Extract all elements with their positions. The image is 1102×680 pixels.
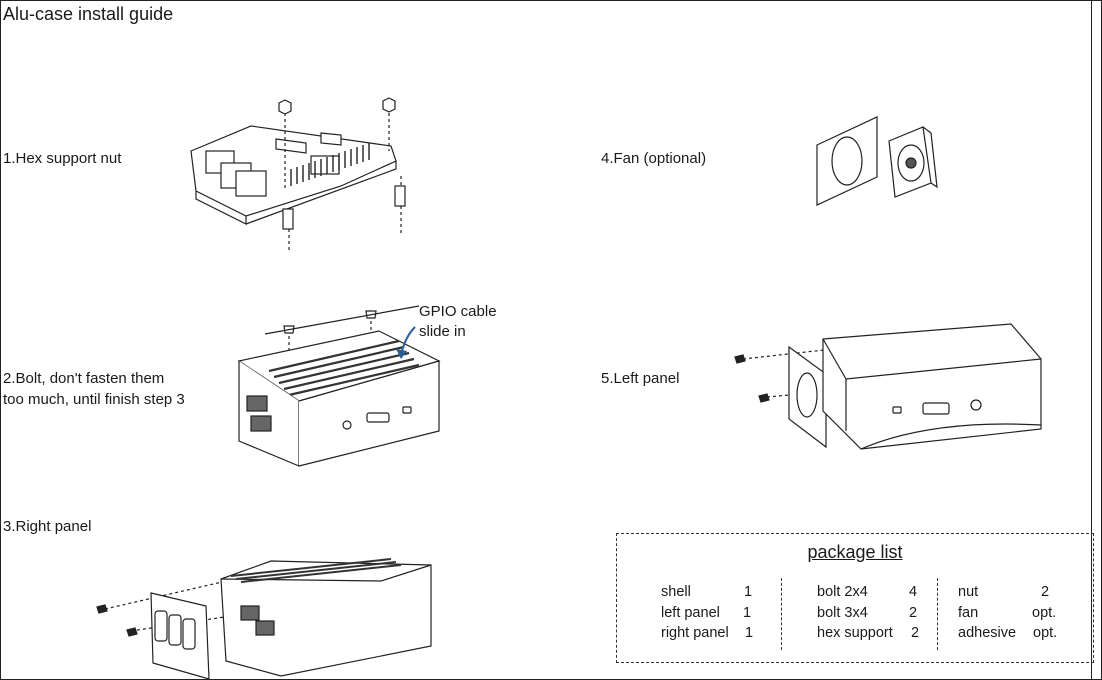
- right-panel-illustration: [96, 558, 432, 679]
- page-title: Alu-case install guide: [3, 4, 174, 24]
- package-separator: [937, 578, 938, 650]
- package-item-name: adhesive: [958, 625, 1017, 641]
- left-panel-illustration: [734, 323, 1042, 450]
- step-1-label: 1.Hex support nut: [3, 150, 122, 167]
- package-item-qty: 1: [743, 604, 752, 621]
- package-item-qty: opt.: [1033, 625, 1058, 641]
- package-item-name: right panel: [661, 625, 729, 641]
- package-item-name: nut: [958, 584, 979, 600]
- step-2-label-line2: too much, until finish step 3: [3, 391, 185, 408]
- step-4-label: 4.Fan (optional): [601, 150, 707, 167]
- fan-illustration: [816, 116, 938, 206]
- step-3-label: 3.Right panel: [3, 518, 92, 535]
- package-separator: [781, 578, 782, 650]
- step-5-label: 5.Left panel: [601, 370, 680, 387]
- package-item-qty: 2: [1041, 584, 1050, 600]
- package-item-name: bolt 3x4: [817, 604, 868, 621]
- package-item-name: shell: [661, 584, 691, 600]
- gpio-arrow-icon: [396, 326, 416, 359]
- package-item-name: left panel: [661, 604, 720, 621]
- package-item-name: hex support: [817, 625, 893, 641]
- package-item-qty: 1: [744, 584, 753, 600]
- board-hex-support-illustration: [190, 97, 406, 251]
- gpio-callout-line2: slide in: [419, 323, 466, 340]
- right-border-line: [1091, 1, 1092, 679]
- package-list-title: package list: [807, 542, 903, 562]
- package-list-box: package list shell 1 left panel 1 right …: [616, 533, 1094, 663]
- package-item-qty: 2: [909, 604, 918, 621]
- shell-bolt-illustration: [237, 305, 441, 467]
- package-item-qty: 2: [911, 625, 920, 641]
- step-2-label-line1: 2.Bolt, don't fasten them: [3, 370, 165, 387]
- package-item-name: fan: [958, 604, 979, 621]
- package-item-qty: opt.: [1032, 604, 1057, 621]
- gpio-callout-line1: GPIO cable: [419, 303, 497, 320]
- package-item-qty: 1: [745, 625, 754, 641]
- package-item-name: bolt 2x4: [817, 584, 868, 600]
- package-item-qty: 4: [909, 584, 918, 600]
